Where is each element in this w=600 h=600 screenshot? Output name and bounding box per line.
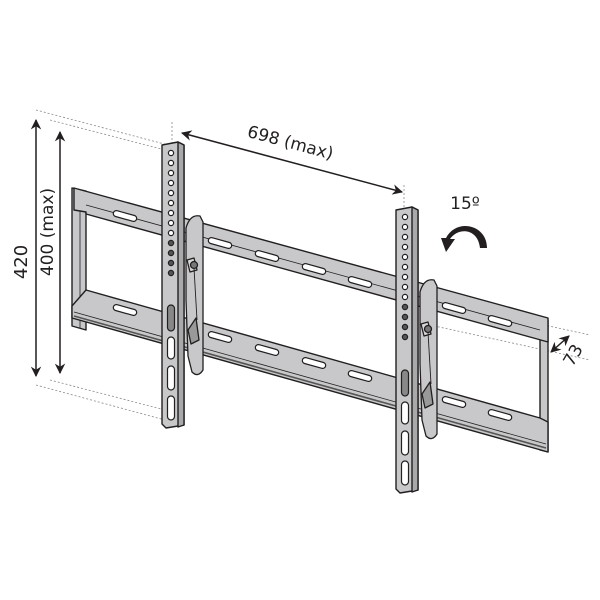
left-vertical-arm [161,141,185,429]
left-arm-holes [166,149,176,421]
tilt-angle-label: 15º [450,194,480,214]
tilt-direction-arrow-icon [441,225,487,252]
dimension-overall-height: 420 [11,118,42,378]
dimension-vesa-vertical: 400 (max) [38,130,66,375]
overall-height-label: 420 [11,245,32,279]
vesa-horizontal-label: 698 (max) [245,122,335,164]
wall-plate-frame [71,187,549,453]
dimension-vesa-horizontal: 698 (max) [180,122,404,195]
rail-slots [112,209,513,422]
right-arm-holes [400,213,410,486]
vesa-vertical-label: 400 (max) [38,188,58,276]
wall-depth-label: 73 [560,341,588,370]
right-vertical-arm [395,206,419,494]
tilt-indicator: 15º [441,194,487,252]
right-tilt-bracket [419,279,438,440]
left-tilt-bracket [185,215,204,376]
